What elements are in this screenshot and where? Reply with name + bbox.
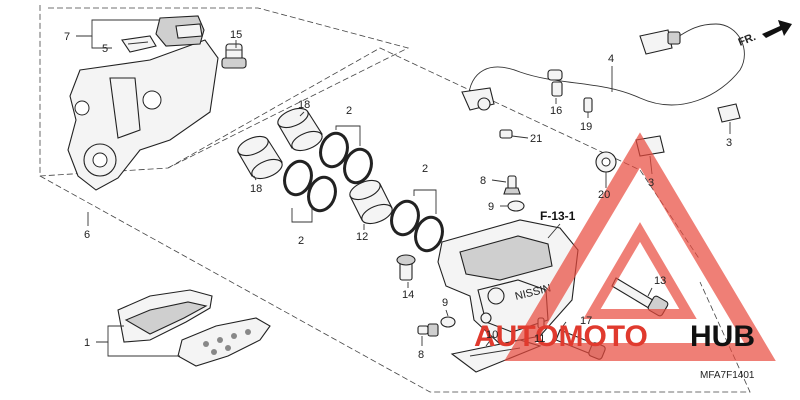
callout-2-right: 2 <box>422 163 428 175</box>
callout-4: 4 <box>608 53 614 65</box>
callout-2-upper: 2 <box>346 105 352 117</box>
callout-3-center: 3 <box>648 177 654 189</box>
watermark-triangle-icon <box>504 132 776 361</box>
reference-label: F-13-1 <box>540 209 576 223</box>
watermark-text-left: AUTOMOTO <box>474 320 648 353</box>
callout-12: 12 <box>356 231 368 243</box>
bleeder-cap-lower <box>440 316 456 328</box>
callout-15: 15 <box>230 29 242 41</box>
diagram-code: MFA7F1401 <box>700 370 755 381</box>
callout-5: 5 <box>102 43 108 55</box>
bleed-screw-upper <box>503 175 521 195</box>
front-arrow-icon <box>762 20 792 38</box>
abs-sensor-harness <box>461 23 745 111</box>
callout-13: 13 <box>654 275 666 287</box>
callout-6: 6 <box>84 229 90 241</box>
boot <box>221 43 247 69</box>
callout-1: 1 <box>84 337 90 349</box>
callout-16: 16 <box>550 105 562 117</box>
front-label: FR. <box>737 31 758 49</box>
piston-lower <box>237 135 283 180</box>
harness-clamp-right <box>717 103 741 123</box>
assembly-frames <box>39 5 751 393</box>
bolt-small <box>583 97 593 113</box>
watermark: AUTOMOTO HUB <box>474 132 776 361</box>
pad-spring <box>121 35 157 53</box>
callout-20: 20 <box>598 189 610 201</box>
callout-10: 10 <box>486 329 498 341</box>
callout-3-right: 3 <box>726 137 732 149</box>
callout-8-lower: 8 <box>418 349 424 361</box>
brake-pads <box>117 289 271 367</box>
callout-numbers: 7 5 15 6 18 18 2 2 2 12 14 8 9 9 8 10 11… <box>64 29 732 361</box>
callout-9-lower: 9 <box>442 297 448 309</box>
piston-seals <box>283 131 444 253</box>
callout-19: 19 <box>580 121 592 133</box>
pad-pin <box>396 254 416 281</box>
callout-14: 14 <box>402 289 414 301</box>
callout-7: 7 <box>64 31 70 43</box>
bleeder-cap-upper <box>507 200 525 212</box>
caliper-bracket <box>67 15 219 191</box>
front-direction-indicator: FR. <box>737 20 792 49</box>
callout-18-upper: 18 <box>298 99 310 111</box>
callout-2-lower: 2 <box>298 235 304 247</box>
callout-21: 21 <box>530 133 542 145</box>
callout-11: 11 <box>534 333 545 345</box>
bolt-flange <box>499 129 513 139</box>
piston-center <box>349 179 393 225</box>
piston-upper <box>277 107 323 152</box>
watermark-text-right: HUB <box>690 320 755 353</box>
clip <box>551 81 563 97</box>
callout-9-upper: 9 <box>488 201 494 213</box>
bleed-screw-lower <box>417 323 439 337</box>
grommet <box>595 151 617 173</box>
callout-18-lower: 18 <box>250 183 262 195</box>
callout-8-upper: 8 <box>480 175 486 187</box>
callout-17: 17 <box>580 315 592 327</box>
